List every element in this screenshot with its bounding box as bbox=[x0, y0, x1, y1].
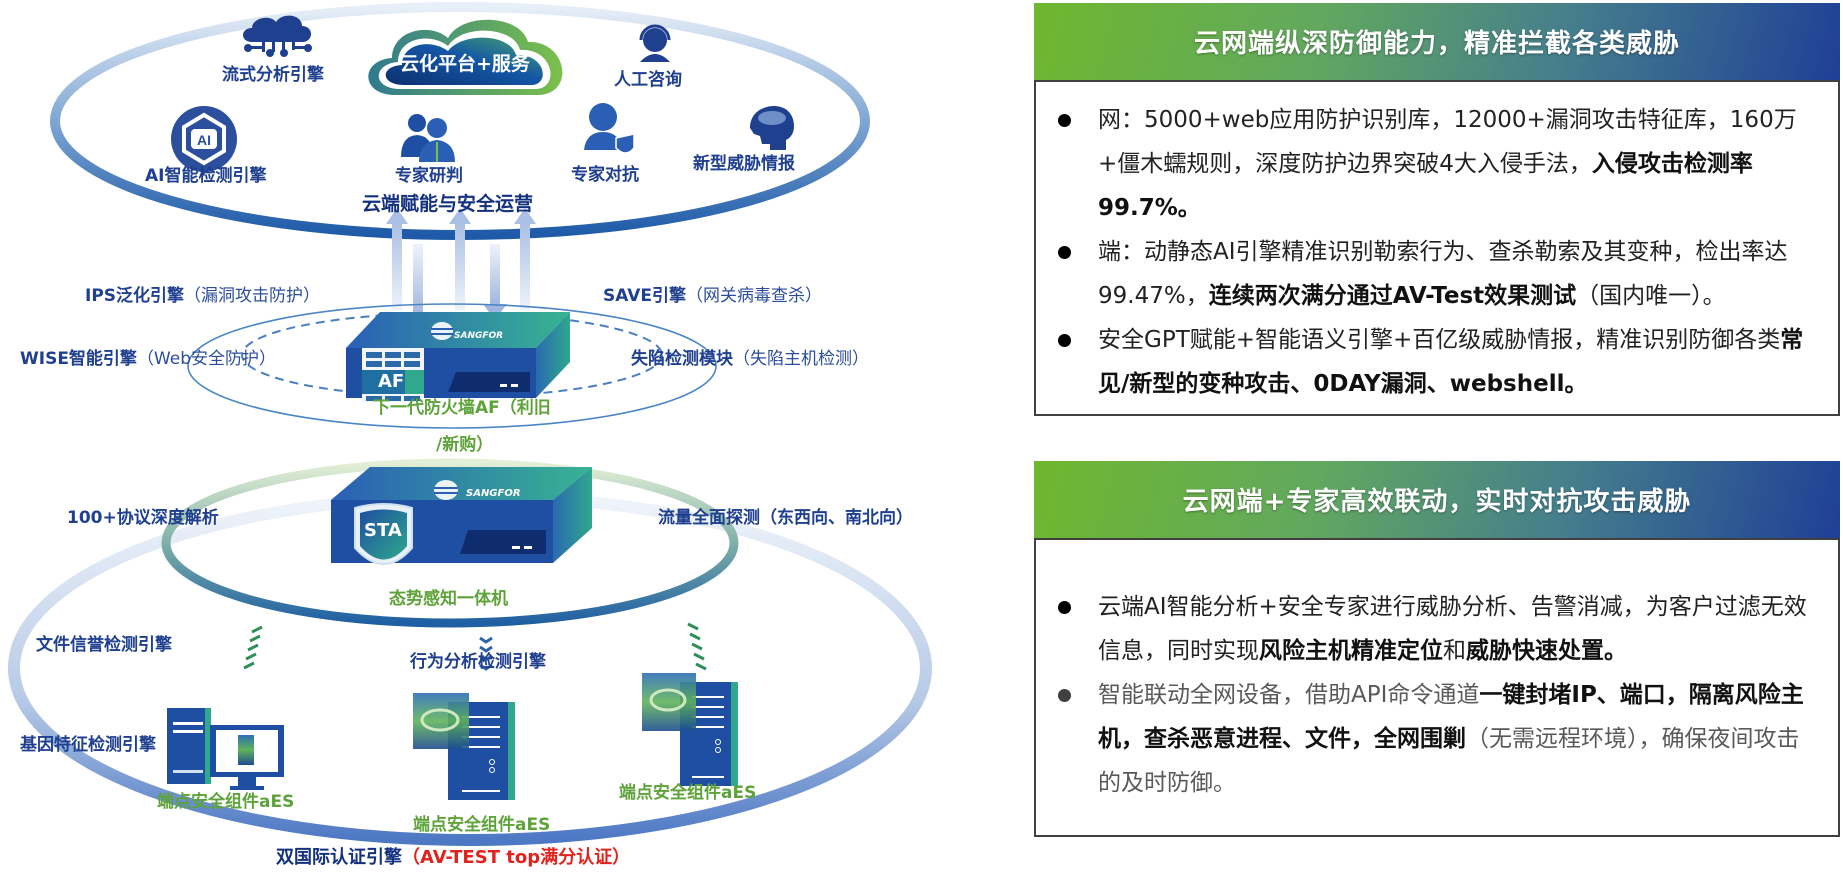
bullet-text: 端：动静态AI引擎精准识别勒索行为、查杀勒索及其变种，检出率达99.47%， bbox=[1098, 239, 1788, 309]
cloud-layer-title: 云端赋能与安全运营 bbox=[362, 193, 534, 215]
architecture-diagram: AI bbox=[8, 2, 932, 846]
bullet-dot-icon bbox=[1058, 114, 1071, 127]
af-brand-label: SANGFOR bbox=[454, 331, 504, 341]
expert-linkage-panel: 云网端+专家高效联动，实时对抗攻击威胁 云端AI智能分析+安全专家进行威胁分析、… bbox=[1034, 461, 1840, 837]
bullet-item: 网：5000+web应用防护识别库，12000+漏洞攻击特征库，160万+僵木蠕… bbox=[1036, 98, 1838, 230]
gene-signature-engine-label: 基因特征检测引擎 bbox=[20, 735, 156, 755]
bullet-text: 智能联动全网设备，借助API命令通道 bbox=[1098, 682, 1480, 708]
compromise-detection-name: 失陷检测模块 bbox=[631, 349, 733, 369]
bullet-list: 网：5000+web应用防护识别库，12000+漏洞攻击特征库，160万+僵木蠕… bbox=[1036, 98, 1838, 406]
protocol-parsing-label: 100+协议深度解析 bbox=[67, 508, 219, 528]
af-device-label-line1: 下一代防火墙AF（利旧 bbox=[373, 398, 551, 418]
manual-consulting-label: 人工咨询 bbox=[614, 70, 682, 90]
bullet-item: 端：动静态AI引擎精准识别勒索行为、查杀勒索及其变种，检出率达99.47%，连续… bbox=[1036, 230, 1838, 318]
wise-engine-label: WISE智能引擎（Web安全防护） bbox=[20, 348, 276, 370]
bullet-text-bold: 连续两次满分通过AV-Test效果测试 bbox=[1208, 283, 1577, 309]
brain-head-icon bbox=[750, 106, 794, 150]
panel-body: 云端AI智能分析+安全专家进行威胁分析、告警消减，为客户过滤无效信息，同时实现风… bbox=[1034, 538, 1840, 837]
bullet-text-bold: 一键封堵IP、端口，隔离风险主机，查杀恶意进程、文件，全网围剿 bbox=[1098, 682, 1804, 752]
compromise-detection-label: 失陷检测模块（失陷主机检测） bbox=[631, 348, 869, 370]
certification-label: 双国际认证引擎（AV-TEST top满分认证） bbox=[276, 847, 630, 869]
cloud-platform-icon bbox=[368, 19, 563, 95]
panel-body: 网：5000+web应用防护识别库，12000+漏洞攻击特征库，160万+僵木蠕… bbox=[1034, 80, 1840, 416]
defense-capability-panel: 云网端纵深防御能力，精准拦截各类威胁 网：5000+web应用防护识别库，120… bbox=[1034, 3, 1840, 416]
signal-waves bbox=[243, 622, 707, 671]
wise-engine-name: WISE智能引擎 bbox=[20, 349, 137, 369]
save-engine-name: SAVE引擎 bbox=[603, 286, 687, 306]
sangfor-logo-icon bbox=[431, 322, 453, 340]
bullet-dot-icon bbox=[1058, 601, 1071, 614]
bullet-text: 网：5000+web应用防护识别库，12000+漏洞攻击特征库，160万+僵木蠕… bbox=[1098, 107, 1797, 177]
bullet-text: （无需远程环境），确保夜间攻击的及时防御。 bbox=[1098, 726, 1800, 796]
desktop-endpoint-icon bbox=[167, 708, 284, 790]
bullet-item: 安全GPT赋能+智能语义引擎+百亿级威胁情报，精准识别防御各类常见/新型的变种攻… bbox=[1036, 318, 1838, 406]
bullet-item: 云端AI智能分析+安全专家进行威胁分析、告警消减，为客户过滤无效信息，同时实现风… bbox=[1036, 585, 1838, 673]
traffic-detection-label: 流量全面探测（东西向、南北向） bbox=[658, 508, 913, 528]
experts-icon bbox=[401, 114, 455, 162]
server-endpoint-icon bbox=[413, 693, 515, 800]
save-engine-label: SAVE引擎（网关病毒查杀） bbox=[603, 285, 822, 307]
ips-engine-desc: （漏洞攻击防护） bbox=[184, 286, 321, 306]
behavior-analysis-engine-label: 行为分析检测引擎 bbox=[410, 652, 546, 672]
save-engine-desc: （网关病毒查杀） bbox=[686, 286, 823, 306]
expert-countermeasure-label: 专家对抗 bbox=[571, 165, 639, 185]
headset-agent-icon bbox=[639, 24, 671, 62]
bullet-list: 云端AI智能分析+安全专家进行威胁分析、告警消减，为客户过滤无效信息，同时实现风… bbox=[1036, 585, 1838, 805]
ai-hexagon-icon: AI bbox=[171, 106, 237, 172]
sangfor-logo-icon bbox=[434, 480, 458, 500]
af-badge-label: AF bbox=[378, 371, 405, 392]
bullet-text: 安全GPT赋能+智能语义引擎+百亿级威胁情报，精准识别防御各类 bbox=[1098, 327, 1781, 353]
bullet-dot-icon bbox=[1058, 689, 1071, 702]
bullet-text: 云端AI智能分析+安全专家进行威胁分析、告警消减，为客户过滤无效信息，同时实现 bbox=[1098, 594, 1807, 664]
sta-device bbox=[331, 467, 592, 565]
bullet-dot-icon bbox=[1058, 334, 1071, 347]
sta-device-label: 态势感知一体机 bbox=[389, 589, 508, 609]
sta-brand-label: SANGFOR bbox=[466, 488, 521, 499]
wise-engine-desc: （Web安全防护） bbox=[136, 349, 277, 369]
af-device bbox=[346, 312, 570, 402]
bullet-item: 智能联动全网设备，借助API命令通道一键封堵IP、端口，隔离风险主机，查杀恶意进… bbox=[1036, 673, 1838, 805]
file-reputation-engine-label: 文件信誉检测引擎 bbox=[36, 635, 172, 655]
bullet-text-bold: 入侵攻击检测率99.7%。 bbox=[1098, 151, 1753, 221]
bullet-text: 和 bbox=[1443, 638, 1466, 664]
sta-badge-label: STA bbox=[364, 520, 402, 541]
bullet-text-bold: 风险主机精准定位 bbox=[1259, 638, 1443, 664]
certification-name: 双国际认证引擎 bbox=[276, 847, 402, 868]
bullet-text-bold: 威胁快速处置。 bbox=[1466, 638, 1627, 664]
ips-engine-name: IPS泛化引擎 bbox=[85, 286, 185, 306]
af-ring bbox=[187, 303, 717, 429]
ips-engine-label: IPS泛化引擎（漏洞攻击防护） bbox=[85, 285, 320, 307]
cloud-platform-label: 云化平台+服务 bbox=[400, 53, 530, 75]
aes-endpoint-label: 端点安全组件aES bbox=[413, 815, 551, 835]
certification-highlight: （AV-TEST top满分认证） bbox=[402, 847, 631, 868]
compromise-detection-desc: （失陷主机检测） bbox=[733, 349, 869, 369]
aes-endpoint-label: 端点安全组件aES bbox=[619, 783, 757, 803]
new-threat-intel-label: 新型威胁情报 bbox=[693, 154, 795, 174]
bullet-text: （国内唯一）。 bbox=[1576, 283, 1726, 309]
svg-text:AI: AI bbox=[197, 132, 211, 148]
aes-endpoint-label: 端点安全组件aES bbox=[157, 792, 295, 812]
sta-ring bbox=[161, 458, 739, 628]
panel-title: 云网端+专家高效联动，实时对抗攻击威胁 bbox=[1034, 461, 1840, 538]
expert-analysis-label: 专家研判 bbox=[395, 166, 463, 186]
ai-detection-engine-label: AI智能检测引擎 bbox=[145, 166, 267, 186]
bullet-text-bold: 常见/新型的变种攻击、0DAY漏洞、webshell。 bbox=[1098, 327, 1804, 397]
bullet-dot-icon bbox=[1058, 246, 1071, 259]
stream-analysis-engine-label: 流式分析引擎 bbox=[222, 65, 324, 85]
upload-arrows bbox=[386, 208, 536, 310]
af-device-label-line2: /新购） bbox=[436, 435, 494, 455]
server-endpoint-icon bbox=[642, 673, 738, 786]
panel-title: 云网端纵深防御能力，精准拦截各类威胁 bbox=[1034, 3, 1840, 80]
user-shield-icon bbox=[584, 103, 635, 154]
stream-cloud-icon bbox=[243, 15, 312, 57]
